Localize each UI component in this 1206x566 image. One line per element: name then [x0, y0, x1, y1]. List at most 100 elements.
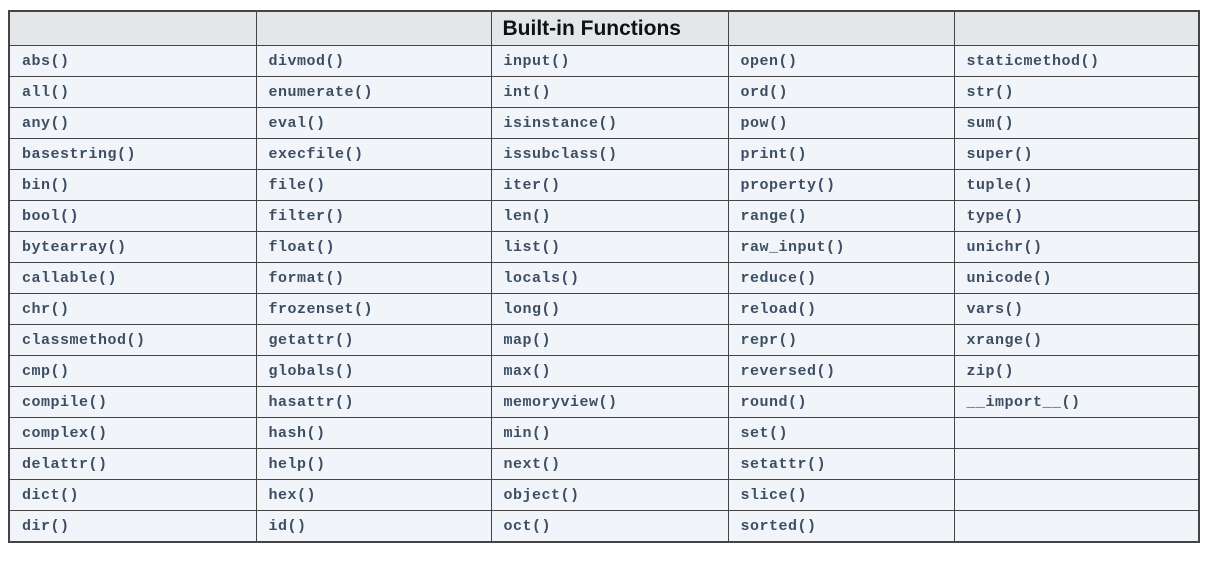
function-cell[interactable]: chr(): [8, 293, 257, 325]
table-row: bytearray() float() list() raw_input() u…: [8, 231, 1200, 263]
function-cell[interactable]: cmp(): [8, 355, 257, 387]
table-row: cmp() globals() max() reversed() zip(): [8, 355, 1200, 387]
header-cell: [727, 10, 955, 46]
function-cell[interactable]: slice(): [727, 479, 955, 511]
function-cell[interactable]: zip(): [953, 355, 1200, 387]
function-cell[interactable]: object(): [490, 479, 729, 511]
empty-cell: [953, 479, 1200, 511]
table-row: basestring() execfile() issubclass() pri…: [8, 138, 1200, 170]
table-row: dir() id() oct() sorted(): [8, 510, 1200, 543]
function-cell[interactable]: compile(): [8, 386, 257, 418]
function-cell[interactable]: property(): [727, 169, 955, 201]
function-cell[interactable]: divmod(): [255, 45, 492, 77]
function-cell[interactable]: setattr(): [727, 448, 955, 480]
function-cell[interactable]: enumerate(): [255, 76, 492, 108]
function-cell[interactable]: classmethod(): [8, 324, 257, 356]
function-cell[interactable]: file(): [255, 169, 492, 201]
function-cell[interactable]: frozenset(): [255, 293, 492, 325]
function-cell[interactable]: unicode(): [953, 262, 1200, 294]
function-cell[interactable]: issubclass(): [490, 138, 729, 170]
function-cell[interactable]: help(): [255, 448, 492, 480]
header-cell: [953, 10, 1200, 46]
function-cell[interactable]: raw_input(): [727, 231, 955, 263]
function-cell[interactable]: reload(): [727, 293, 955, 325]
function-cell[interactable]: pow(): [727, 107, 955, 139]
function-cell[interactable]: eval(): [255, 107, 492, 139]
function-cell[interactable]: bytearray(): [8, 231, 257, 263]
function-cell[interactable]: sum(): [953, 107, 1200, 139]
function-cell[interactable]: dict(): [8, 479, 257, 511]
function-cell[interactable]: xrange(): [953, 324, 1200, 356]
function-cell[interactable]: callable(): [8, 262, 257, 294]
function-cell[interactable]: execfile(): [255, 138, 492, 170]
function-cell[interactable]: list(): [490, 231, 729, 263]
function-cell[interactable]: getattr(): [255, 324, 492, 356]
builtin-functions-table: Built-in Functions abs() divmod() input(…: [8, 10, 1200, 543]
function-cell[interactable]: round(): [727, 386, 955, 418]
function-cell[interactable]: locals(): [490, 262, 729, 294]
function-cell[interactable]: reversed(): [727, 355, 955, 387]
table-row: classmethod() getattr() map() repr() xra…: [8, 324, 1200, 356]
table-row: bool() filter() len() range() type(): [8, 200, 1200, 232]
function-cell[interactable]: min(): [490, 417, 729, 449]
function-cell[interactable]: isinstance(): [490, 107, 729, 139]
function-cell[interactable]: set(): [727, 417, 955, 449]
function-cell[interactable]: complex(): [8, 417, 257, 449]
table-row: all() enumerate() int() ord() str(): [8, 76, 1200, 108]
function-cell[interactable]: filter(): [255, 200, 492, 232]
function-cell[interactable]: long(): [490, 293, 729, 325]
function-cell[interactable]: memoryview(): [490, 386, 729, 418]
function-cell[interactable]: bin(): [8, 169, 257, 201]
function-cell[interactable]: type(): [953, 200, 1200, 232]
function-cell[interactable]: str(): [953, 76, 1200, 108]
function-cell[interactable]: input(): [490, 45, 729, 77]
function-cell[interactable]: delattr(): [8, 448, 257, 480]
function-cell[interactable]: len(): [490, 200, 729, 232]
function-cell[interactable]: map(): [490, 324, 729, 356]
table-row: dict() hex() object() slice(): [8, 479, 1200, 511]
function-cell[interactable]: open(): [727, 45, 955, 77]
function-cell[interactable]: vars(): [953, 293, 1200, 325]
function-cell[interactable]: tuple(): [953, 169, 1200, 201]
function-cell[interactable]: format(): [255, 262, 492, 294]
function-cell[interactable]: super(): [953, 138, 1200, 170]
function-cell[interactable]: float(): [255, 231, 492, 263]
function-cell[interactable]: iter(): [490, 169, 729, 201]
function-cell[interactable]: next(): [490, 448, 729, 480]
function-cell[interactable]: any(): [8, 107, 257, 139]
table-row: delattr() help() next() setattr(): [8, 448, 1200, 480]
empty-cell: [953, 510, 1200, 543]
empty-cell: [953, 417, 1200, 449]
table-header-row: Built-in Functions: [8, 10, 1200, 46]
function-cell[interactable]: int(): [490, 76, 729, 108]
table-row: callable() format() locals() reduce() un…: [8, 262, 1200, 294]
function-cell[interactable]: unichr(): [953, 231, 1200, 263]
function-cell[interactable]: ord(): [727, 76, 955, 108]
function-cell[interactable]: id(): [255, 510, 492, 543]
function-cell[interactable]: bool(): [8, 200, 257, 232]
function-cell[interactable]: hash(): [255, 417, 492, 449]
function-cell[interactable]: range(): [727, 200, 955, 232]
function-cell[interactable]: globals(): [255, 355, 492, 387]
function-cell[interactable]: all(): [8, 76, 257, 108]
empty-cell: [953, 448, 1200, 480]
table-title: Built-in Functions: [490, 10, 729, 46]
function-cell[interactable]: hasattr(): [255, 386, 492, 418]
header-cell: [255, 10, 492, 46]
table-row: compile() hasattr() memoryview() round()…: [8, 386, 1200, 418]
function-cell[interactable]: oct(): [490, 510, 729, 543]
function-cell[interactable]: sorted(): [727, 510, 955, 543]
function-cell[interactable]: dir(): [8, 510, 257, 543]
function-cell[interactable]: hex(): [255, 479, 492, 511]
function-cell[interactable]: print(): [727, 138, 955, 170]
function-cell[interactable]: __import__(): [953, 386, 1200, 418]
function-cell[interactable]: staticmethod(): [953, 45, 1200, 77]
function-cell[interactable]: repr(): [727, 324, 955, 356]
function-cell[interactable]: reduce(): [727, 262, 955, 294]
function-cell[interactable]: basestring(): [8, 138, 257, 170]
function-cell[interactable]: max(): [490, 355, 729, 387]
table-row: complex() hash() min() set(): [8, 417, 1200, 449]
table-row: chr() frozenset() long() reload() vars(): [8, 293, 1200, 325]
function-cell[interactable]: abs(): [8, 45, 257, 77]
table-row: any() eval() isinstance() pow() sum(): [8, 107, 1200, 139]
